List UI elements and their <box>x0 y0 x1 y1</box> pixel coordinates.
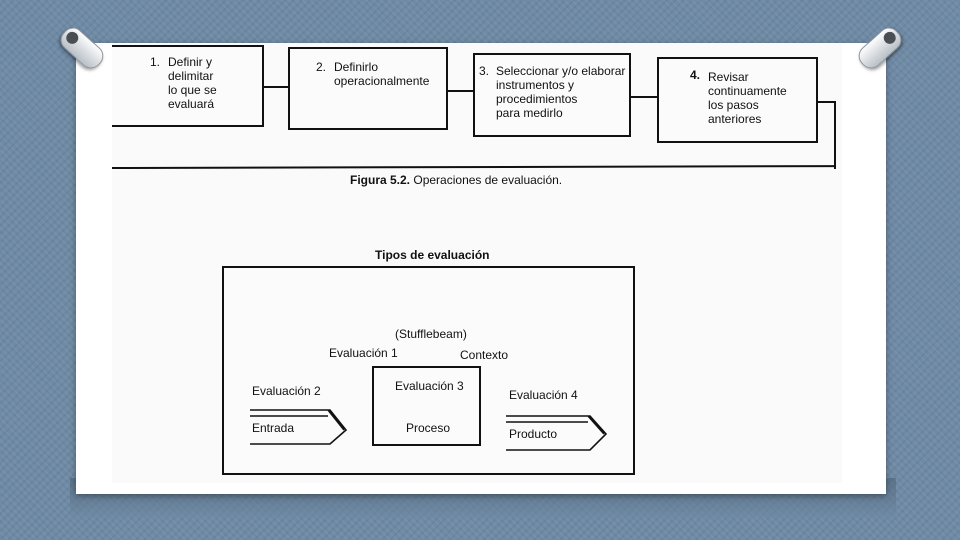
connector-line <box>631 96 658 98</box>
step-box-1 <box>112 45 264 127</box>
feedback-line <box>818 101 835 103</box>
step-1-text: Definir y delimitar lo que se evaluará <box>168 55 217 111</box>
proceso-label: Proceso <box>406 421 451 435</box>
step-box-3 <box>473 53 631 137</box>
process-box <box>372 366 481 446</box>
entrada-arrow-icon <box>250 409 348 445</box>
producto-arrow-icon <box>506 415 608 451</box>
step-3-text: Seleccionar y/o elaborar instrumentos y … <box>496 64 626 120</box>
step-1-number: 1. <box>150 55 161 69</box>
step-4-number: 4. <box>690 68 701 82</box>
eval4-label: Evaluación 4 <box>509 388 578 402</box>
step-2-text: Definirlo operacionalmente <box>334 60 430 88</box>
entrada-label: Entrada <box>252 421 295 435</box>
diagram-title: Tipos de evaluación <box>375 248 490 262</box>
eval3-label: Evaluación 3 <box>395 379 464 393</box>
caption-text: Operaciones de evaluación. <box>413 173 563 187</box>
step-3-number: 3. <box>479 64 490 78</box>
step-box-2 <box>288 47 448 130</box>
eval2-label: Evaluación 2 <box>252 384 321 398</box>
eval1-label: Evaluación 1 <box>329 346 398 360</box>
caption-label: Figura 5.2. <box>350 173 411 187</box>
producto-label: Producto <box>509 427 558 441</box>
stufflebeam-label: (Stufflebeam) <box>395 327 467 341</box>
figure-caption: Figura 5.2. Operaciones de evaluación. <box>350 173 562 187</box>
step-2-number: 2. <box>316 60 327 74</box>
connector-line <box>264 86 289 88</box>
step-box-4 <box>657 57 818 143</box>
contexto-label: Contexto <box>460 348 509 362</box>
connector-line <box>448 90 474 92</box>
step-4-text: Revisar continuamente los pasos anterior… <box>708 70 787 126</box>
feedback-line <box>834 101 836 169</box>
